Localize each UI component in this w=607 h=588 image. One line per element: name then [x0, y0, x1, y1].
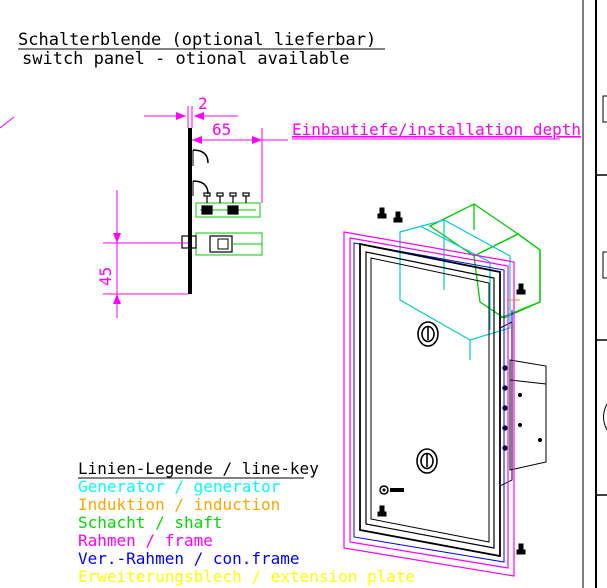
- dimension-offset-label: 45: [96, 267, 115, 286]
- logo-badge: [379, 485, 404, 495]
- dimension-lines: [103, 106, 288, 318]
- side-section-view: [181, 128, 263, 294]
- installation-depth-label: Einbautiefe/installation depth: [292, 120, 581, 139]
- legend-item-extension-plate: Erweiterungsblech / extension plate: [78, 567, 415, 586]
- title-english: switch panel - otional available: [22, 49, 350, 69]
- legend-heading: Linien-Legende / line-key: [78, 459, 319, 478]
- shaft-outline: [428, 203, 541, 319]
- title-block-frame: [582, 0, 607, 588]
- edge-fragment: [0, 116, 15, 129]
- line-legend: Linien-Legende / line-key Generator / ge…: [78, 459, 415, 586]
- isometric-unit-view: [343, 203, 547, 577]
- connection-frame: [353, 242, 505, 563]
- upper-switch: [417, 321, 439, 347]
- legend-item-generator: Generator / generator: [78, 477, 281, 496]
- side-rail: [499, 310, 547, 490]
- legend-item-conframe: Ver.-Rahmen / con.frame: [78, 549, 300, 568]
- legend-item-induction: Induktion / induction: [78, 495, 280, 514]
- dimension-depth-label: 65: [212, 120, 231, 139]
- lower-switch: [416, 448, 438, 474]
- legend-item-shaft: Schacht / shaft: [78, 513, 223, 532]
- front-panel: [359, 242, 501, 558]
- title-german: Schalterblende (optional lieferbar): [18, 30, 376, 50]
- legend-item-frame: Rahmen / frame: [78, 531, 213, 550]
- mounting-frame: [343, 231, 515, 577]
- dimension-thickness-label: 2: [198, 94, 208, 113]
- corner-bolts: [377, 207, 526, 555]
